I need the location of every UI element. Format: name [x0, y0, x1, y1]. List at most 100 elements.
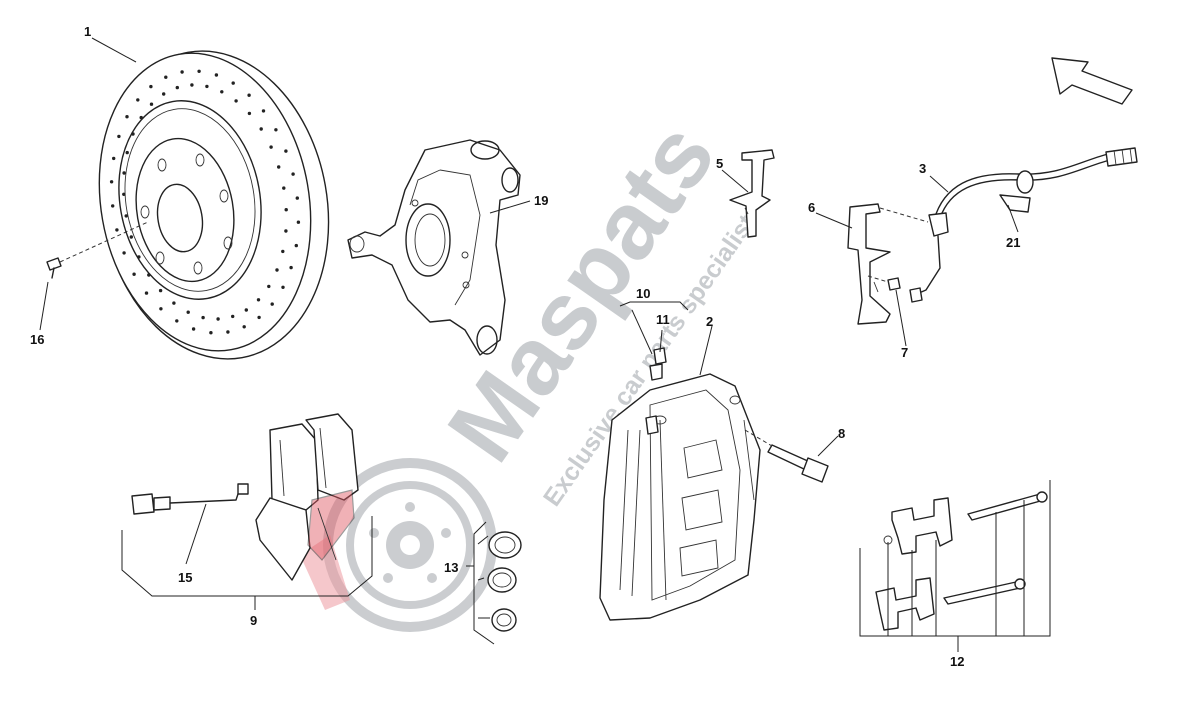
direction-arrow-icon: [1051, 57, 1133, 105]
callout-6: 6: [808, 200, 815, 215]
disc-bolt-holes: [140, 153, 233, 275]
hose-bracket-lower: [847, 203, 901, 325]
drill-hole: [122, 251, 126, 255]
drill-hole: [256, 298, 261, 302]
drill-hole: [125, 115, 129, 119]
drill-hole: [231, 81, 235, 85]
brake-caliper: [599, 373, 761, 621]
hose-grommet: [999, 170, 1034, 213]
drill-hole: [144, 291, 149, 295]
bracket-bolt: [867, 275, 901, 291]
hose-bracket-upper: [729, 149, 775, 238]
callout-2: 2: [706, 314, 713, 329]
drill-hole: [129, 235, 133, 239]
drill-hole: [124, 214, 128, 218]
pad-retaining-kit: [875, 491, 1048, 631]
drill-hole: [186, 310, 190, 314]
callout-11: 11: [656, 312, 670, 327]
drill-hole: [289, 265, 293, 270]
drill-hole: [296, 220, 301, 224]
drill-hole: [226, 330, 230, 334]
brake-pads: [255, 413, 359, 581]
drill-hole: [131, 132, 135, 136]
caliper-bolt: [744, 429, 829, 483]
wheel-carrier: [347, 139, 521, 356]
drill-hole: [197, 69, 201, 74]
drill-hole: [122, 192, 126, 196]
drill-hole: [234, 99, 238, 103]
drill-hole: [158, 288, 163, 293]
drill-hole: [125, 150, 129, 155]
callout-13: 13: [444, 560, 458, 575]
drill-hole: [284, 149, 288, 153]
disc-cross-drill-holes: [109, 69, 301, 335]
drill-hole: [220, 90, 224, 94]
drill-hole: [291, 172, 295, 176]
drill-hole: [172, 301, 176, 305]
drill-hole: [281, 285, 285, 289]
callout-15: 15: [178, 570, 192, 585]
drill-hole: [214, 73, 219, 77]
drill-hole: [149, 102, 154, 106]
drill-hole: [109, 180, 114, 184]
drill-hole: [231, 314, 235, 319]
drill-hole: [209, 331, 213, 335]
drill-hole: [294, 243, 298, 248]
drill-hole: [136, 98, 140, 102]
callout-9: 9: [250, 613, 257, 628]
callout-labels: 1 2 3 5 6 7 8 9 10 11 12 13 15 16 19 21: [30, 24, 1020, 669]
drill-hole: [257, 315, 261, 320]
pad-wear-sensor: [131, 483, 249, 515]
drill-hole: [139, 115, 143, 120]
drill-hole: [247, 93, 251, 97]
drill-hole: [137, 255, 141, 259]
drill-hole: [175, 85, 179, 90]
callout-12: 12: [950, 654, 964, 669]
drill-hole: [244, 308, 248, 312]
drill-hole: [190, 83, 194, 87]
drill-hole: [159, 307, 163, 311]
brake-disc-logo-icon: [300, 458, 497, 632]
drill-hole: [247, 111, 252, 116]
callout-10: 10: [636, 286, 650, 301]
drill-hole: [267, 284, 271, 289]
piston-seals: [487, 531, 522, 632]
drill-hole: [201, 315, 205, 320]
drill-hole: [295, 196, 299, 200]
drill-hole: [282, 186, 286, 190]
drill-hole: [112, 156, 116, 161]
drill-hole: [284, 208, 288, 212]
drill-hole: [117, 134, 121, 139]
drill-hole: [111, 204, 115, 208]
leader-lines: [39, 37, 1051, 652]
drill-hole: [175, 319, 179, 323]
drill-hole: [149, 84, 153, 89]
drill-hole: [216, 317, 220, 321]
callout-19: 19: [534, 193, 548, 208]
drill-hole: [274, 128, 278, 132]
drill-hole: [261, 109, 266, 113]
drill-hole: [122, 171, 126, 175]
callout-21: 21: [1006, 235, 1020, 250]
drill-hole: [162, 92, 166, 96]
drill-hole: [275, 268, 279, 272]
callout-7: 7: [901, 345, 908, 360]
brake-hose: [879, 147, 1138, 303]
drill-hole: [269, 145, 273, 149]
drill-hole: [115, 228, 119, 232]
drill-hole: [147, 273, 151, 277]
drill-hole: [259, 127, 263, 131]
brake-disc: [98, 50, 330, 360]
drill-hole: [164, 75, 168, 79]
drill-hole: [242, 325, 246, 329]
disc-screw: [46, 221, 149, 279]
drill-hole: [180, 70, 184, 74]
callout-1: 1: [84, 24, 91, 39]
drill-hole: [281, 249, 285, 254]
callout-3: 3: [919, 161, 926, 176]
drill-hole: [205, 84, 209, 89]
drill-hole: [191, 327, 196, 331]
drill-hole: [277, 165, 281, 169]
